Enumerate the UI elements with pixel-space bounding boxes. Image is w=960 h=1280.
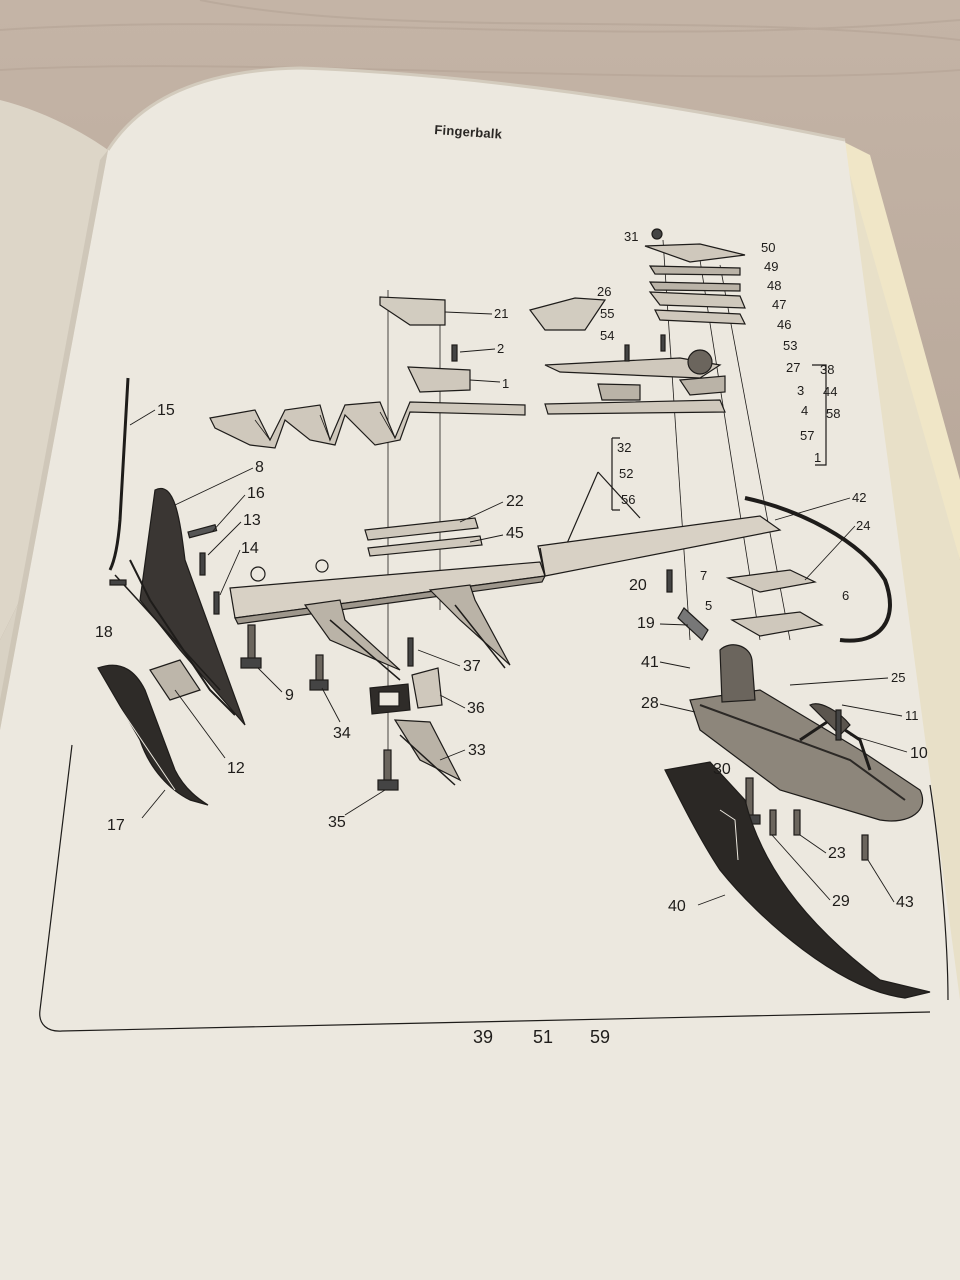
callout-17: 17 — [107, 817, 125, 834]
callout-3: 3 — [797, 383, 804, 398]
callout-2: 2 — [497, 341, 504, 356]
callout-6: 6 — [842, 588, 849, 603]
callout-1-right: 1 — [814, 450, 821, 465]
footer-ref-51: 51 — [533, 1027, 554, 1047]
callout-25: 25 — [891, 670, 905, 685]
callout-31: 31 — [624, 229, 638, 244]
callout-10: 10 — [910, 745, 928, 762]
footer-ref-59: 59 — [590, 1027, 611, 1047]
callout-56: 56 — [621, 492, 635, 507]
callout-53: 53 — [783, 338, 797, 353]
callout-5: 5 — [705, 598, 712, 613]
callout-46: 46 — [777, 317, 791, 332]
callout-52: 52 — [619, 466, 633, 481]
callout-14: 14 — [241, 540, 259, 557]
callout-21: 21 — [494, 306, 508, 321]
footer-ref-39: 39 — [473, 1027, 494, 1047]
callout-22: 22 — [506, 493, 524, 510]
callout-11: 11 — [905, 708, 919, 723]
callout-1: 1 — [502, 376, 509, 391]
callout-55: 55 — [600, 306, 614, 321]
callout-8: 8 — [255, 459, 264, 476]
callout-42: 42 — [852, 490, 866, 505]
callout-32: 32 — [617, 440, 631, 455]
callout-13: 13 — [243, 512, 261, 529]
callout-50: 50 — [761, 240, 775, 255]
callout-23: 23 — [828, 845, 846, 862]
callout-28: 28 — [641, 695, 659, 712]
callout-44: 44 — [823, 384, 837, 399]
callout-40: 40 — [668, 898, 686, 915]
callout-33: 33 — [468, 742, 486, 759]
callout-9: 9 — [285, 687, 294, 704]
callout-37: 37 — [463, 658, 481, 675]
callout-4: 4 — [801, 403, 808, 418]
callout-12: 12 — [227, 760, 245, 777]
callout-48: 48 — [767, 278, 781, 293]
callout-27: 27 — [786, 360, 800, 375]
callout-57: 57 — [800, 428, 814, 443]
callout-47: 47 — [772, 297, 786, 312]
callout-20: 20 — [629, 577, 647, 594]
callout-45: 45 — [506, 525, 524, 542]
callout-16: 16 — [247, 485, 265, 502]
callout-38: 38 — [820, 362, 834, 377]
callout-24: 24 — [856, 518, 870, 533]
callout-18: 18 — [95, 624, 113, 641]
callout-34: 34 — [333, 725, 351, 742]
callout-41: 41 — [641, 654, 659, 671]
callout-43: 43 — [896, 894, 914, 911]
callout-7: 7 — [700, 568, 707, 583]
callout-54: 54 — [600, 328, 614, 343]
callout-19: 19 — [637, 615, 655, 632]
callout-30: 30 — [713, 761, 731, 778]
callout-29: 29 — [832, 893, 850, 910]
callout-58: 58 — [826, 406, 840, 421]
callout-36: 36 — [467, 700, 485, 717]
callout-35: 35 — [328, 814, 346, 831]
callout-15: 15 — [157, 402, 175, 419]
callout-49: 49 — [764, 259, 778, 274]
callout-26: 26 — [597, 284, 611, 299]
